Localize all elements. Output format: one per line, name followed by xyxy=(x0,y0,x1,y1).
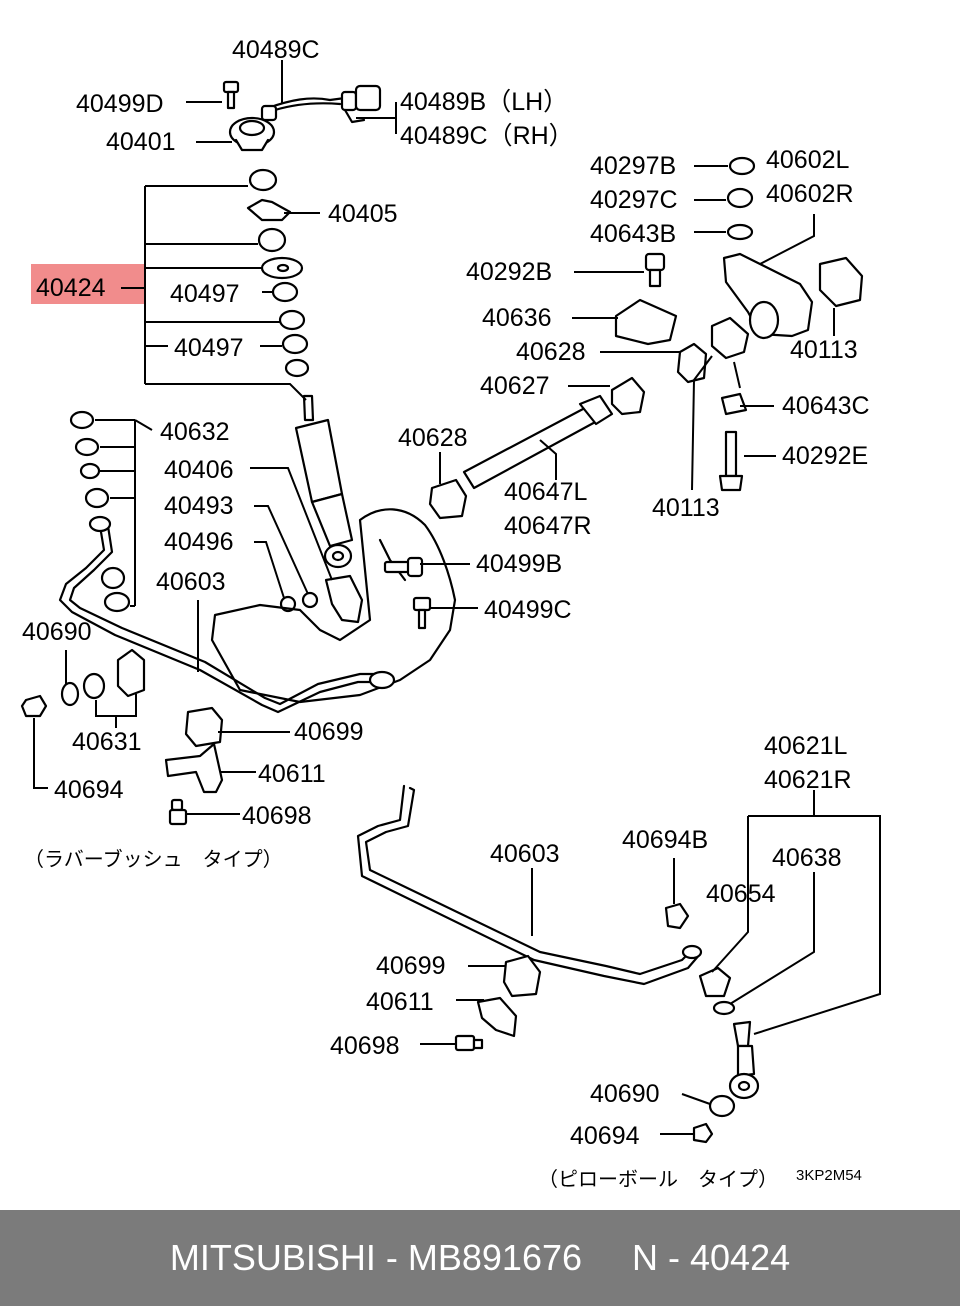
label-40602L[interactable]: 40602L xyxy=(766,146,850,174)
label-40694-a[interactable]: 40694 xyxy=(54,776,124,804)
shackle-group xyxy=(428,156,864,520)
label-40602R[interactable]: 40602R xyxy=(766,180,854,208)
label-40497-b[interactable]: 40497 xyxy=(174,334,244,362)
label-40292B[interactable]: 40292B xyxy=(466,258,552,286)
label-40489C-RH[interactable]: 40489C（RH） xyxy=(400,122,574,150)
label-40493[interactable]: 40493 xyxy=(164,492,234,520)
label-40603-a[interactable]: 40603 xyxy=(156,568,226,596)
label-40611-b[interactable]: 40611 xyxy=(366,988,434,1016)
label-40497-a[interactable]: 40497 xyxy=(170,280,240,308)
label-40643C[interactable]: 40643C xyxy=(782,392,870,420)
label-40628-a[interactable]: 40628 xyxy=(516,338,586,366)
label-40297B[interactable]: 40297B xyxy=(590,152,676,180)
label-40297C[interactable]: 40297C xyxy=(590,186,678,214)
label-40406[interactable]: 40406 xyxy=(164,456,234,484)
label-40499D[interactable]: 40499D xyxy=(76,90,164,118)
label-40621R[interactable]: 40621R xyxy=(764,766,852,794)
part-labels: 40489C 40499D 40489B（LH） 40401 40489C（RH… xyxy=(22,36,870,1191)
label-40654[interactable]: 40654 xyxy=(706,880,776,908)
label-40401[interactable]: 40401 xyxy=(106,128,176,156)
label-40424[interactable]: 40424 xyxy=(36,274,106,302)
label-40638[interactable]: 40638 xyxy=(772,844,842,872)
note-pillow-ball-type: （ピローボール タイプ） xyxy=(538,1168,778,1191)
label-40636[interactable]: 40636 xyxy=(482,304,552,332)
label-40699-a[interactable]: 40699 xyxy=(294,718,364,746)
label-40647L[interactable]: 40647L xyxy=(504,478,588,506)
label-40292E[interactable]: 40292E xyxy=(782,442,868,470)
label-40621L[interactable]: 40621L xyxy=(764,732,848,760)
pillow-ball-stabilizer xyxy=(356,784,760,1144)
selected-part-highlight xyxy=(31,264,145,304)
parts-diagram: 40489C 40499D 40489B（LH） 40401 40489C（RH… xyxy=(20,36,881,1191)
label-40647R[interactable]: 40647R xyxy=(504,512,592,540)
part-number-footer: MITSUBISHI - MB891676 N - 40424 xyxy=(0,1210,960,1306)
label-40643B[interactable]: 40643B xyxy=(590,220,676,248)
rubber-bush-stabilizer xyxy=(20,410,396,826)
label-40690-b[interactable]: 40690 xyxy=(590,1080,660,1108)
label-40698-a[interactable]: 40698 xyxy=(242,802,312,830)
footer-text: MITSUBISHI - MB891676 N - 40424 xyxy=(169,1237,791,1278)
label-40499C[interactable]: 40499C xyxy=(484,596,572,624)
label-40611-a[interactable]: 40611 xyxy=(258,760,326,788)
label-40694B[interactable]: 40694B xyxy=(622,826,708,854)
note-rubber-bush-type: （ラバーブッシュ タイプ） xyxy=(24,847,283,871)
label-40632[interactable]: 40632 xyxy=(160,418,230,446)
label-40489B-LH[interactable]: 40489B（LH） xyxy=(400,88,568,116)
label-40405[interactable]: 40405 xyxy=(328,200,398,228)
label-40489C-top[interactable]: 40489C xyxy=(232,36,320,64)
label-40496[interactable]: 40496 xyxy=(164,528,234,556)
diagram-code: 3KP2M54 xyxy=(796,1167,862,1184)
label-40628-b[interactable]: 40628 xyxy=(398,424,468,452)
shock-absorber-assembly xyxy=(210,80,457,704)
label-40113-b[interactable]: 40113 xyxy=(652,494,720,522)
label-40698-b[interactable]: 40698 xyxy=(330,1032,400,1060)
label-40631[interactable]: 40631 xyxy=(72,728,142,756)
label-40694-b[interactable]: 40694 xyxy=(570,1122,640,1150)
leader-lines xyxy=(33,60,881,1135)
label-40627[interactable]: 40627 xyxy=(480,372,550,400)
label-40603-b[interactable]: 40603 xyxy=(490,840,560,868)
label-40699-b[interactable]: 40699 xyxy=(376,952,446,980)
label-40690-a[interactable]: 40690 xyxy=(22,618,92,646)
label-40499B[interactable]: 40499B xyxy=(476,550,562,578)
label-40113-a[interactable]: 40113 xyxy=(790,336,858,364)
